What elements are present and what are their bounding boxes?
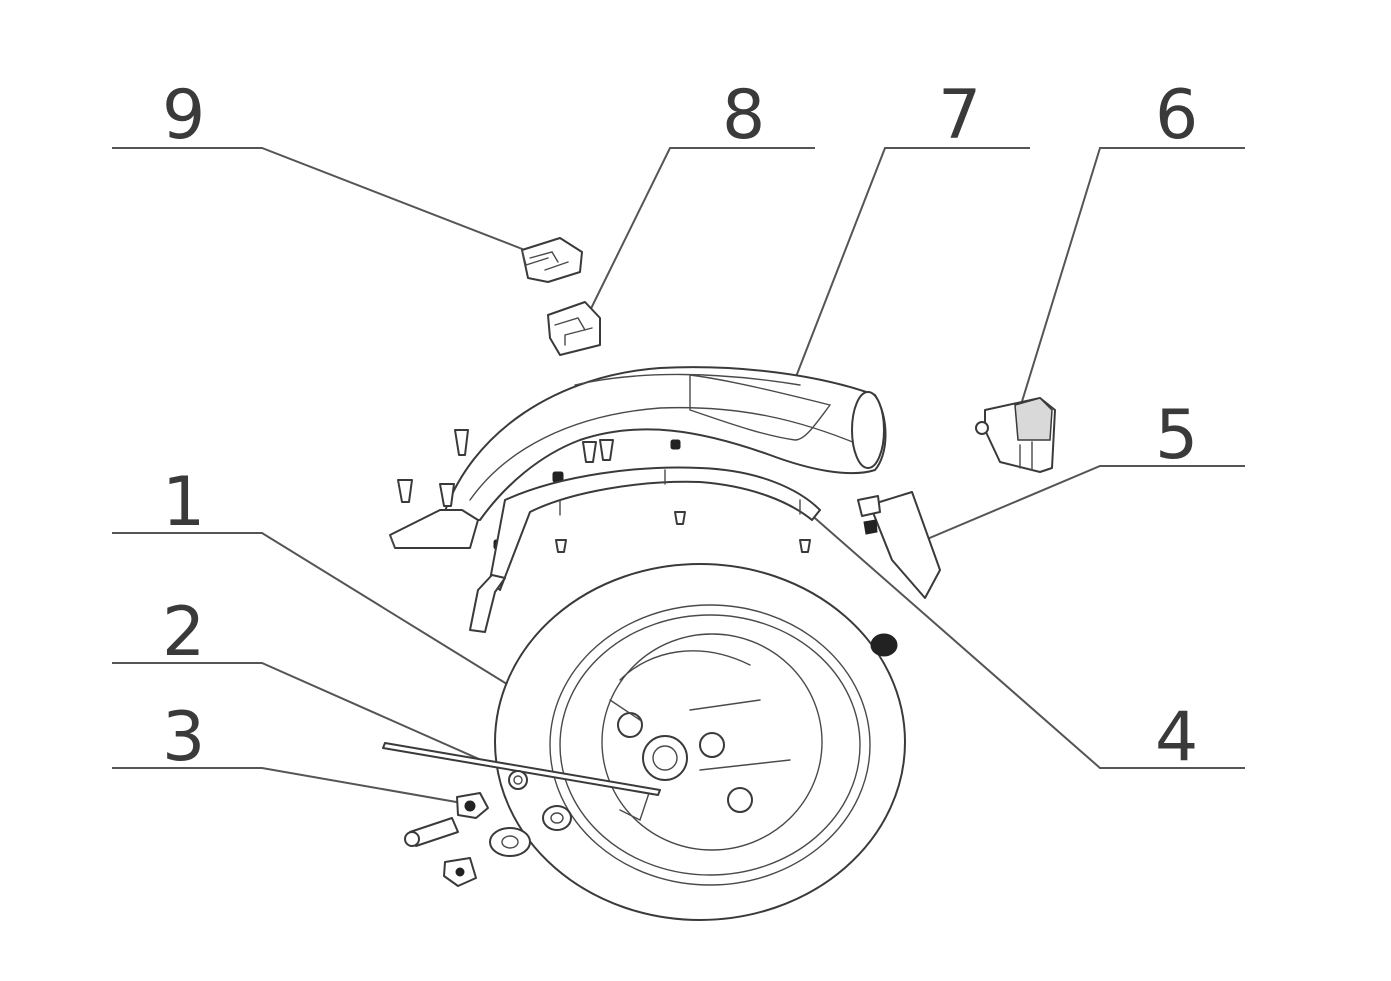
callout-label-1: 1 [162, 463, 205, 542]
part-8-bracket [547, 301, 601, 356]
part-4-fender-bracket [469, 466, 821, 633]
callout-label-6: 6 [1155, 76, 1198, 155]
leader-line-2 [112, 662, 516, 776]
part-9-bracket [521, 237, 583, 283]
leader-line-8 [577, 147, 815, 336]
part-3-nut-and-bolt [404, 792, 572, 887]
callout-label-2: 2 [162, 593, 205, 672]
callout-label-3: 3 [162, 698, 205, 777]
callout-label-5: 5 [1155, 396, 1198, 475]
callout-label-4: 4 [1155, 698, 1198, 777]
leader-line-4 [799, 504, 1245, 769]
callout-label-8: 8 [722, 76, 765, 155]
callout-label-7: 7 [938, 76, 981, 155]
leader-line-1 [112, 532, 529, 698]
part-7-rear-fender [389, 366, 887, 550]
part-1-rear-wheel [382, 563, 906, 921]
leader-line-3 [112, 767, 463, 804]
part-2-washer [508, 770, 528, 790]
part-5-mudflap [857, 491, 941, 599]
leader-line-5 [912, 465, 1245, 546]
leader-line-9 [112, 147, 531, 253]
leader-line-6 [1019, 147, 1245, 409]
callout-label-9: 9 [162, 76, 205, 155]
part-6-tail-light [975, 397, 1056, 473]
leader-line-7 [784, 147, 1030, 406]
